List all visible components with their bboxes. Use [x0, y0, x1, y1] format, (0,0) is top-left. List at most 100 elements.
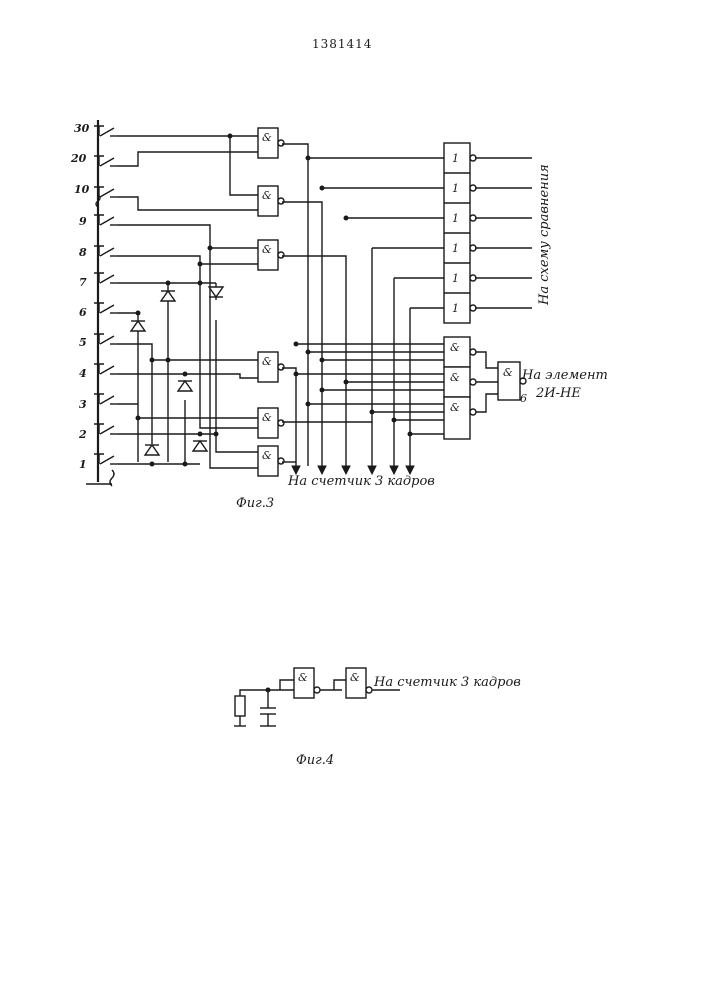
and-gate-invert	[278, 252, 284, 258]
node	[408, 432, 413, 437]
label-element-type: 2И-НЕ	[535, 386, 581, 401]
and-gate-5: &	[258, 408, 284, 438]
switch-contact	[100, 456, 114, 464]
tand-out-1	[476, 352, 498, 368]
wire-30-branch	[230, 136, 258, 195]
wire-4-gate-b	[185, 374, 258, 378]
diode-body	[131, 321, 145, 331]
g2-out	[282, 202, 322, 466]
switch-label-30: 30	[74, 122, 90, 135]
diodes	[131, 287, 223, 455]
diode-body	[178, 381, 192, 391]
diode-6	[193, 441, 207, 451]
switch-contact	[100, 128, 114, 136]
diode-5	[145, 445, 159, 455]
wire-9	[118, 225, 258, 248]
switch-contact	[100, 275, 114, 283]
switch-label-1: 1	[79, 458, 87, 471]
final-and-symbol: &	[503, 366, 513, 379]
or-gate-symbol: 1	[452, 182, 459, 195]
fig4-caption: Фиг.4	[296, 753, 334, 768]
or-gate-symbol: 1	[452, 242, 459, 255]
diode-body	[193, 441, 207, 451]
counter-arrow-5	[390, 466, 398, 474]
tand-symbol-3: &	[450, 401, 460, 414]
node	[320, 358, 325, 363]
switch-label-2: 2	[78, 428, 87, 441]
and-gate-symbol: &	[262, 243, 272, 256]
node	[166, 358, 171, 363]
switch-label-4: 4	[79, 367, 87, 380]
fig3-schematic: 30 20 10 9 8 7 6 5 4 3 2 1	[70, 120, 608, 511]
and-gate-4: &	[258, 352, 284, 382]
node	[198, 281, 203, 286]
switch-contact	[100, 217, 114, 225]
tand-symbol-1: &	[450, 341, 460, 354]
node	[183, 372, 188, 377]
switch-contact	[100, 396, 114, 404]
fig4-and-2-invert	[366, 687, 372, 693]
and-gate-symbol: &	[262, 131, 272, 144]
node	[294, 372, 299, 377]
switch-label-7: 7	[79, 276, 87, 289]
switch-label-10: 10	[74, 183, 90, 196]
and-gate-symbol: &	[262, 449, 272, 462]
g4-out	[282, 368, 296, 466]
and-gates: & & & & & &	[258, 128, 284, 476]
tand-invert-1	[470, 349, 476, 355]
and-gate-invert	[278, 420, 284, 426]
switch-contact	[100, 248, 114, 256]
counter-arrow-3	[342, 466, 350, 474]
counter-arrow-1	[292, 466, 300, 474]
switch-contact	[100, 426, 114, 434]
switch-contact	[100, 158, 114, 166]
wire-2-up	[216, 320, 258, 452]
g3-out	[282, 256, 346, 466]
switch-contact	[100, 336, 114, 344]
and-gate-invert	[278, 458, 284, 464]
wire-5	[118, 344, 152, 444]
fig4-and-1-symbol: &	[298, 671, 308, 684]
fig4-and-1-invert	[314, 687, 320, 693]
diode-body	[145, 445, 159, 455]
wire-20	[118, 152, 258, 166]
or-gate-symbol: 1	[452, 212, 459, 225]
node	[306, 350, 311, 355]
or-gate-symbol: 1	[452, 272, 459, 285]
switch-contact	[100, 305, 114, 313]
tand-invert-3	[470, 409, 476, 415]
wire-8-down	[200, 264, 258, 428]
switch-label-6: 6	[79, 306, 87, 319]
and-gate-invert	[278, 198, 284, 204]
triple-and-block: & & & & 6	[444, 337, 527, 439]
tand-symbol-2: &	[450, 371, 460, 384]
switch-label-3: 3	[79, 398, 87, 411]
counter-arrow-2	[318, 466, 326, 474]
node	[136, 311, 141, 316]
node	[228, 134, 233, 139]
fig4-input-b	[280, 680, 294, 690]
node	[198, 262, 203, 267]
g1-out	[282, 144, 308, 466]
or-gate-symbol: 1	[452, 302, 459, 315]
switch-label-9: 9	[79, 215, 87, 228]
or-gate-symbol: 1	[452, 152, 459, 165]
switch-label-20: 20	[70, 152, 87, 165]
fig4-label-counter: На счетчик 3 кадров	[373, 675, 521, 690]
counter-arrow-4	[368, 466, 376, 474]
diode-body	[209, 287, 223, 297]
and-gate-invert	[278, 140, 284, 146]
page-number: 1381414	[312, 37, 372, 51]
or-gates: 1 1 1 1 1 1	[444, 143, 476, 323]
node	[344, 380, 349, 385]
counter-arrows	[292, 466, 414, 474]
and-gate-2: &	[258, 186, 284, 216]
switch-contact	[100, 366, 114, 374]
node	[370, 410, 375, 415]
fig4-resistor	[235, 696, 245, 716]
tand-out-3	[476, 394, 498, 412]
and-gate-6: &	[258, 446, 284, 476]
and-gate-symbol: &	[262, 411, 272, 424]
